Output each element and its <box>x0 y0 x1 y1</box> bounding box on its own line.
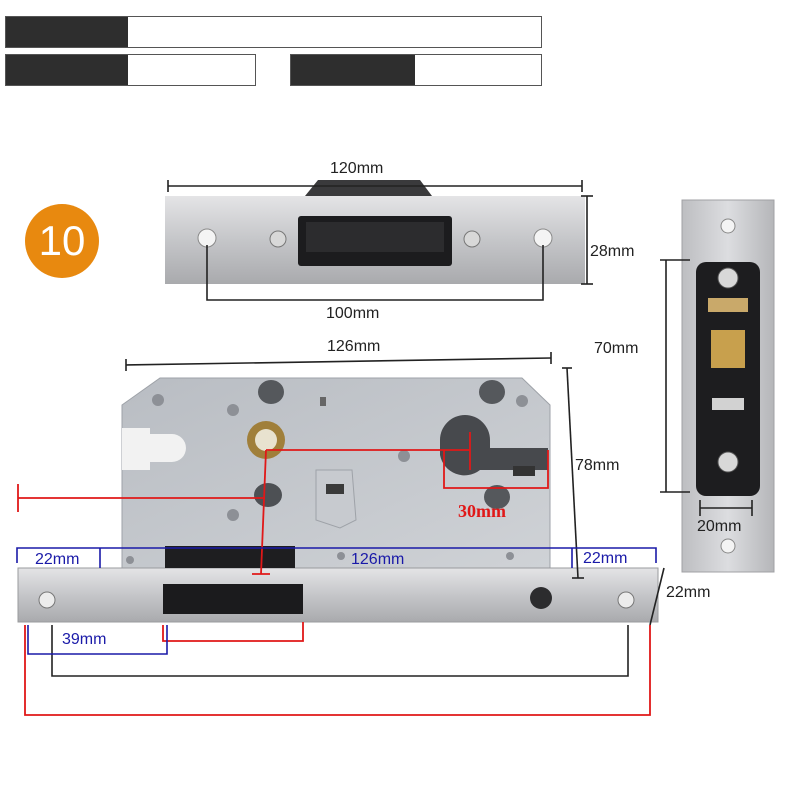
keeper <box>681 199 775 573</box>
top-bar-right <box>290 54 542 86</box>
lock-body <box>121 377 551 569</box>
strike-hole-spacing-label: 100mm <box>326 305 380 322</box>
faceplate-left-margin-label: 22mm <box>35 551 80 568</box>
top-bar-left <box>5 54 256 86</box>
top-bar-long <box>5 16 542 48</box>
faceplate-thickness-label: 22mm <box>666 584 711 601</box>
keeper-width-label: 20mm <box>697 518 742 535</box>
strike-plate <box>165 180 585 284</box>
strike-plate-dimensions <box>167 180 593 301</box>
body-width-label: 126mm <box>327 338 381 355</box>
faceplate-right-margin-label: 22mm <box>583 550 628 567</box>
number-badge: 10 <box>25 204 99 278</box>
faceplate <box>17 546 659 623</box>
lock-body-dimensions <box>51 352 665 677</box>
strike-height-label: 28mm <box>590 243 635 260</box>
strike-width-label: 120mm <box>330 160 384 177</box>
keeper-dimensions <box>660 259 753 516</box>
backset-label: 30mm <box>458 501 506 521</box>
faceplate-center-label: 126mm <box>351 551 405 568</box>
keeper-length-label: 70mm <box>594 340 639 357</box>
faceplate-offset-label: 39mm <box>62 631 107 648</box>
body-height-label: 78mm <box>575 457 620 474</box>
backset-dimensions <box>17 432 651 716</box>
faceplate-blue-dimensions <box>16 547 657 655</box>
